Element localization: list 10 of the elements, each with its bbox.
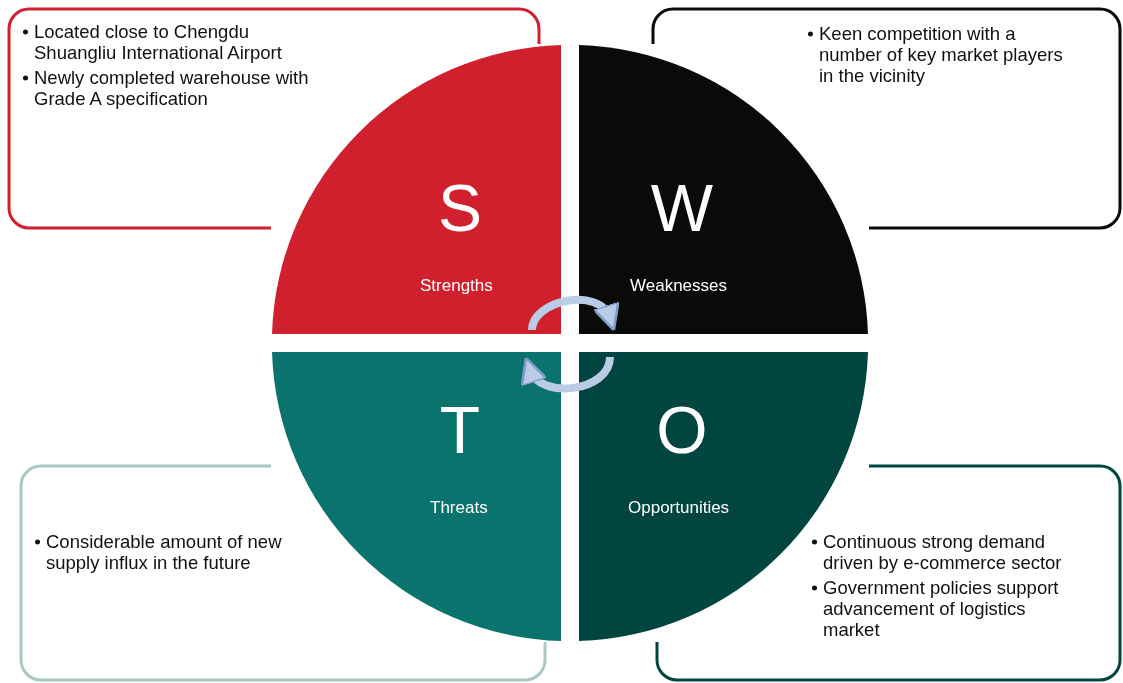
quadrant-label: Weaknesses — [630, 276, 727, 296]
quadrant-letter: S — [437, 170, 483, 246]
quadrant-letter: O — [655, 392, 709, 468]
cycle-arrow — [522, 356, 614, 393]
quadrant-label: Strengths — [420, 276, 493, 296]
quadrant-label: Threats — [430, 498, 488, 518]
quadrant-letter: W — [649, 170, 715, 246]
cycle-arrow — [528, 295, 618, 331]
quadrant-label: Opportunities — [628, 498, 730, 518]
quadrant-letter: T — [438, 392, 482, 468]
